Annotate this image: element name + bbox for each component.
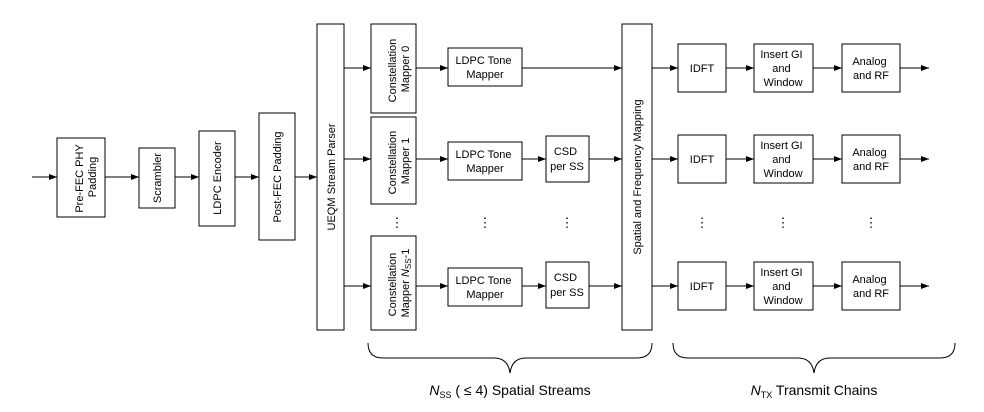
ellipsis: ⋮: [391, 215, 404, 230]
ldpc-tone-mapper-0-label: LDPC Tone Mapper: [455, 55, 514, 81]
ldpc-encoder-block: [198, 130, 236, 227]
constellation-mapper-n-block: [370, 235, 417, 331]
ldpc-tone-mapper-1-label: LDPC Tone Mapper: [455, 149, 514, 175]
ellipsis: ⋮: [865, 215, 878, 230]
insert-gi-1-label: Insert GI and Window: [760, 140, 805, 180]
transmit-chains: IDFT Insert GI and Window Analog and RF …: [652, 43, 929, 311]
ldpc-tone-mapper-0-block: [447, 47, 523, 87]
idft-n-label: IDFT: [690, 281, 715, 293]
constellation-mapper-1-label: Constellation Mapper 1: [387, 128, 412, 195]
ellipsis: ⋮: [696, 215, 709, 230]
spatial-frequency-mapping-label: Spatial and Frequency Mapping: [632, 99, 644, 254]
scrambler-block: [138, 147, 176, 209]
transmit-chains-brace: [672, 342, 956, 374]
ldpc-tone-mapper-n-block: [447, 267, 523, 307]
analog-rf-1-label: Analog and RF: [852, 147, 889, 173]
spatial-streams: Constellation Mapper 0 LDPC Tone Mapper …: [344, 23, 622, 331]
post-fec-padding-block: [258, 112, 296, 241]
constellation-mapper-0-label: Constellation Mapper 0: [387, 36, 412, 103]
constellation-mapper-n-label: Constellation Mapper NSS-1: [387, 249, 413, 318]
stream-parser-label: UEQM Stream Parser: [326, 123, 338, 230]
ldpc-tone-mapper-1-block: [447, 141, 523, 181]
ldpc-tone-mapper-n-label: LDPC Tone Mapper: [455, 275, 514, 301]
analog-rf-0-label: Analog and RF: [852, 56, 889, 82]
ellipsis: ⋮: [561, 215, 574, 230]
spatial-streams-brace: [367, 342, 653, 374]
constellation-mapper-1-block: [370, 116, 417, 205]
constellation-mapper-0-block: [370, 23, 417, 114]
ellipsis: ⋮: [479, 215, 492, 230]
analog-rf-0-block: [841, 43, 901, 93]
idft-1-block: [677, 134, 727, 184]
ellipsis: ⋮: [777, 215, 790, 230]
idft-0-label: IDFT: [690, 63, 715, 75]
front-chain: Pre-FEC PHY Padding Scrambler LDPC Encod…: [32, 112, 317, 241]
pre-fec-padding-label: Pre-FEC PHY Padding: [74, 141, 99, 212]
analog-rf-1-block: [841, 134, 901, 184]
csd-1-block: [545, 135, 590, 183]
insert-gi-n-block: [753, 261, 814, 311]
spatial-streams-caption: NSS ( ≤ 4) Spatial Streams: [429, 382, 590, 400]
scrambler-label: Scrambler: [152, 153, 164, 203]
csd-n-block: [545, 261, 590, 309]
stream-parser-block: [316, 23, 345, 331]
transmit-chains-caption: NTX Transmit Chains: [751, 382, 878, 400]
csd-n-label: CSD per SS: [550, 272, 584, 299]
idft-1-label: IDFT: [690, 154, 715, 166]
spatial-frequency-mapping-block: [621, 23, 653, 331]
post-fec-padding-label: Post-FEC Padding: [272, 131, 284, 222]
idft-n-block: [677, 261, 727, 311]
insert-gi-0-label: Insert GI and Window: [760, 49, 805, 89]
ldpc-encoder-label: LDPC Encoder: [212, 141, 224, 215]
analog-rf-n-block: [841, 261, 901, 311]
idft-0-block: [677, 43, 727, 93]
csd-1-label: CSD per SS: [550, 146, 584, 173]
analog-rf-n-label: Analog and RF: [852, 274, 889, 300]
insert-gi-1-block: [753, 134, 814, 184]
insert-gi-n-label: Insert GI and Window: [760, 267, 805, 307]
